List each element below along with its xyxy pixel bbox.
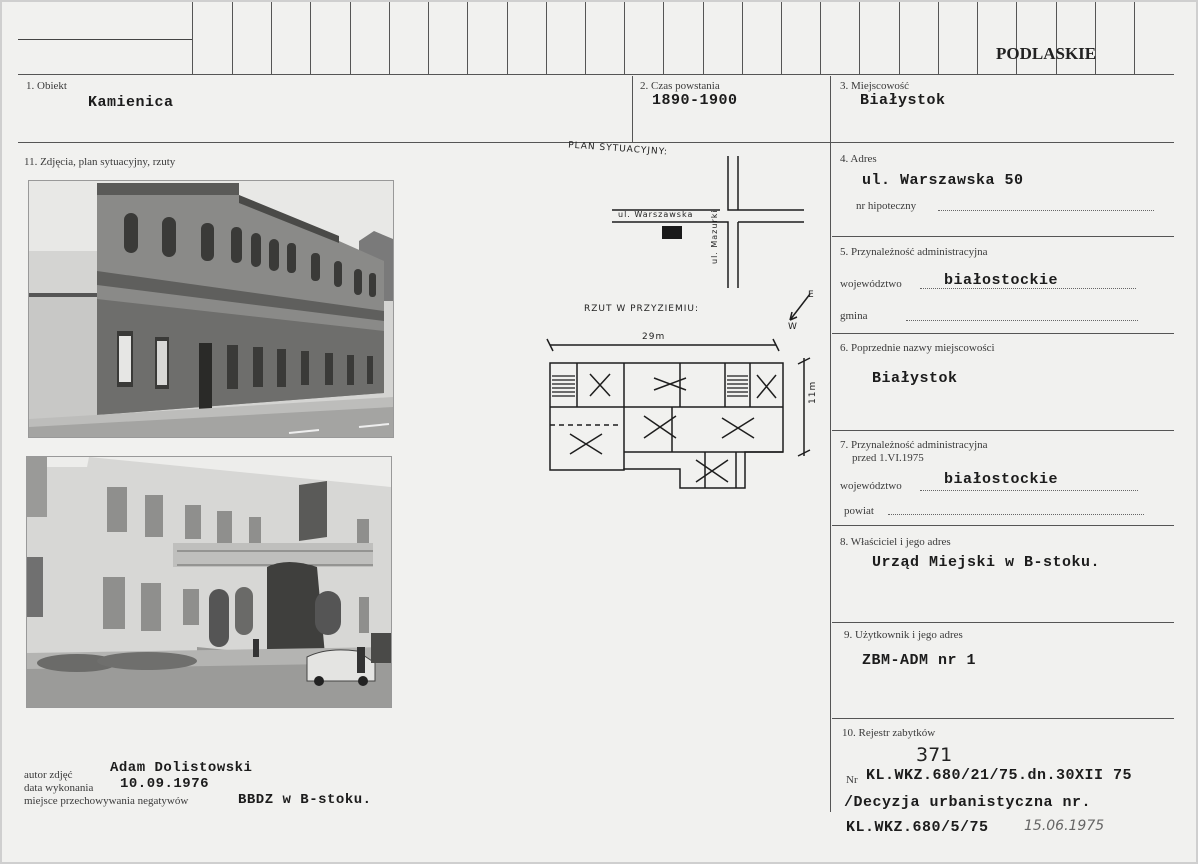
- dots: [920, 490, 1138, 491]
- gmina-label: gmina: [840, 310, 868, 322]
- uzytkownik-value: ZBM-ADM nr 1: [862, 652, 977, 669]
- rejestr-handwritten-number: 371: [916, 744, 953, 766]
- grid-tick: [1056, 2, 1057, 74]
- grid-tick: [271, 2, 272, 74]
- divider: [632, 76, 633, 142]
- grid-tick: [389, 2, 390, 74]
- rejestr-label: 10. Rejestr zabytków: [842, 727, 936, 739]
- wlasciciel-value: Urząd Miejski w B-stoku.: [872, 554, 1101, 571]
- poprzednie-label: 6. Poprzednie nazwy miejscowości: [840, 342, 995, 354]
- przyn-przed-label2: przed 1.VI.1975: [852, 452, 924, 464]
- dots: [906, 320, 1138, 321]
- przyn-woj-label: województwo: [840, 278, 902, 290]
- grid-tick: [938, 2, 939, 74]
- miejsce-value: BBDZ w B-stoku.: [238, 792, 372, 808]
- obiekt-label: 1. Obiekt: [26, 80, 67, 92]
- data-label: data wykonania: [24, 782, 94, 794]
- grid-tick: [663, 2, 664, 74]
- grid-tick: [507, 2, 508, 74]
- grid-tick: [546, 2, 547, 74]
- building-marker: [662, 226, 682, 239]
- rejestr-line3: KL.WKZ.680/5/75: [846, 819, 989, 836]
- region-name: PODLASKIE: [996, 44, 1097, 63]
- grid-tick: [192, 2, 193, 74]
- street-mazurki-label: ul. Mazurki: [710, 209, 719, 264]
- hipo-label: nr hipoteczny: [856, 200, 917, 212]
- grid-tick: [310, 2, 311, 74]
- grid-tick: [820, 2, 821, 74]
- czas-value: 1890-1900: [652, 92, 738, 109]
- grid-tick: [232, 2, 233, 74]
- czas-label: 2. Czas powstania: [640, 80, 720, 92]
- rule: [832, 622, 1174, 623]
- street-warszawska-label: ul. Warszawska: [618, 210, 694, 219]
- grid-tick: [1134, 2, 1135, 74]
- row-rule-1: [18, 74, 1174, 75]
- wlasciciel-label: 8. Właściciel i jego adres: [840, 536, 951, 548]
- hipo-dots: [938, 210, 1154, 211]
- right-column-divider: [830, 76, 831, 812]
- autor-label: autor zdjęć: [24, 769, 73, 781]
- grid-tick: [977, 2, 978, 74]
- miejscowosc-value: Białystok: [860, 92, 946, 109]
- adres-value: ul. Warszawska 50: [862, 172, 1024, 189]
- rejestr-nr-label: Nr: [846, 774, 858, 786]
- compass-east: E: [808, 290, 815, 300]
- grid-tick: [467, 2, 468, 74]
- rule: [832, 718, 1174, 719]
- compass-west: W: [788, 322, 798, 332]
- uzytkownik-label: 9. Użytkownik i jego adres: [844, 629, 963, 641]
- site-plan-sketch: [546, 156, 811, 489]
- miejsce-label: miejsce przechowywania negatywów: [24, 795, 189, 807]
- miejscowosc-label: 3. Miejscowość: [840, 80, 910, 92]
- grid-tick: [899, 2, 900, 74]
- grid-tick: [1095, 2, 1096, 74]
- data-value: 10.09.1976: [120, 776, 210, 792]
- autor-value: Adam Dolistowski: [110, 760, 253, 776]
- photos-section-label: 11. Zdjęcia, plan sytuacyjny, rzuty: [24, 156, 176, 168]
- poprzednie-value: Białystok: [872, 370, 958, 387]
- grid-tick: [585, 2, 586, 74]
- przyn-przed-woj-label: województwo: [840, 480, 902, 492]
- przyn-woj-value: białostockie: [944, 272, 1059, 289]
- rule: [832, 333, 1174, 334]
- dim-depth: 11m: [808, 380, 818, 404]
- przyn-przed-label: 7. Przynależność administracyjna: [840, 439, 988, 451]
- top-rule: [18, 39, 192, 40]
- building-photo-street-facade: [28, 180, 394, 438]
- przyn-label: 5. Przynależność administracyjna: [840, 246, 988, 258]
- obiekt-value: Kamienica: [88, 94, 174, 111]
- grid-tick: [859, 2, 860, 74]
- przyn-przed-woj-value: białostockie: [944, 471, 1059, 488]
- dots: [888, 514, 1144, 515]
- rejestr-date-handwritten: 15.06.1975: [1024, 818, 1105, 834]
- grid-tick: [1016, 2, 1017, 74]
- grid-tick: [350, 2, 351, 74]
- grid-tick: [624, 2, 625, 74]
- rule: [832, 430, 1174, 431]
- grid-tick: [428, 2, 429, 74]
- powiat-label: powiat: [844, 505, 874, 517]
- adres-label: 4. Adres: [840, 153, 877, 165]
- dots: [920, 288, 1136, 289]
- rejestr-line1: KL.WKZ.680/21/75.dn.30XII 75: [866, 767, 1133, 784]
- rejestr-line2: /Decyzja urbanistyczna nr.: [844, 794, 1092, 811]
- rule: [832, 236, 1174, 237]
- grid-tick: [742, 2, 743, 74]
- rule: [832, 525, 1174, 526]
- building-photo-courtyard: [26, 456, 392, 708]
- row-rule-2: [18, 142, 1174, 143]
- grid-tick: [781, 2, 782, 74]
- rzut-title: RZUT W PRZYZIEMIU:: [584, 304, 700, 314]
- grid-tick: [703, 2, 704, 74]
- dim-width: 29m: [642, 332, 666, 342]
